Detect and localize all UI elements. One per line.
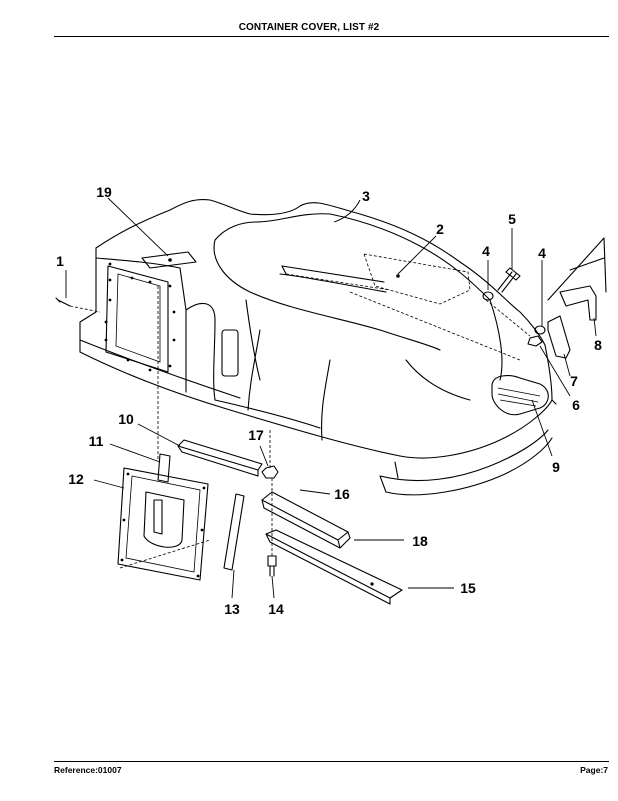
callout-8: 8	[594, 337, 602, 353]
callout-1: 1	[56, 253, 64, 269]
fastener-part-1	[55, 297, 71, 307]
handle-part-9	[491, 375, 549, 416]
callout-11: 11	[89, 433, 104, 449]
page-number: Page:7	[580, 765, 608, 775]
angle-part-15	[265, 529, 403, 605]
callout-7: 7	[570, 373, 578, 389]
header-rule	[54, 36, 609, 37]
bolt-part-14	[267, 555, 277, 577]
callout-18: 18	[412, 533, 428, 549]
callout-4a: 4	[482, 243, 490, 259]
callout-16: 16	[334, 486, 350, 502]
footer-rule	[54, 761, 609, 762]
strip-part-10	[177, 439, 263, 477]
callout-2: 2	[436, 221, 444, 237]
latch-assembly	[482, 237, 607, 359]
reference-number: Reference:01007	[54, 765, 122, 775]
page-title: CONTAINER COVER, LIST #2	[238, 22, 380, 33]
nut-part-17	[261, 465, 279, 479]
plate-part-12	[117, 453, 209, 581]
callout-9: 9	[552, 459, 560, 475]
callout-4b: 4	[538, 245, 546, 261]
bracket-part-18	[261, 491, 351, 549]
callout-6: 6	[572, 397, 580, 413]
callout-12: 12	[68, 471, 84, 487]
callout-10: 10	[118, 411, 134, 427]
container-cover-part-3	[79, 198, 557, 496]
callout-17: 17	[248, 427, 264, 443]
callout-14: 14	[268, 601, 284, 617]
strip-part-13	[223, 493, 245, 571]
callout-5: 5	[508, 211, 516, 227]
callout-19: 19	[96, 184, 112, 200]
callout-3: 3	[362, 188, 370, 204]
callout-15: 15	[460, 580, 476, 596]
callout-13: 13	[224, 601, 240, 617]
